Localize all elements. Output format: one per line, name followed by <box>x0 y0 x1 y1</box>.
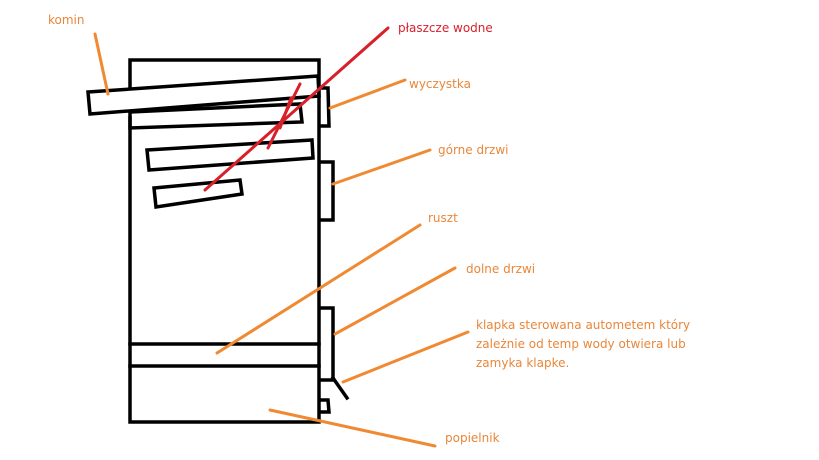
leader-wyczystka <box>328 78 407 110</box>
leader-gorne-drzwi <box>331 148 432 186</box>
label-ruszt: ruszt <box>428 211 458 225</box>
label-gorne-drzwi: górne drzwi <box>438 143 509 157</box>
label-klapka-line2: zależnie od temp wody otwiera lub <box>476 337 686 351</box>
chimney-flue <box>86 74 321 116</box>
boiler-body <box>128 58 321 424</box>
label-popielnik: popielnik <box>445 431 500 445</box>
leader-klapka <box>341 330 470 384</box>
label-komin: komin <box>48 13 85 27</box>
leader-ruszt <box>215 223 422 355</box>
ash-door <box>318 398 331 414</box>
boiler-outline <box>86 58 350 424</box>
water-jacket-marks <box>203 26 390 192</box>
label-klapka-line1: klapka sterowana autometem który <box>476 318 691 332</box>
water-jacket-stroke-inner <box>278 96 293 130</box>
leader-komin <box>93 32 110 96</box>
flue-baffle-upper <box>128 102 304 130</box>
label-dolne-drzwi: dolne drzwi <box>466 262 536 276</box>
upper-door <box>318 160 335 222</box>
label-plaszcze-wodne: płaszcze wodne <box>398 21 493 35</box>
leader-dolne-drzwi <box>333 266 457 336</box>
label-wyczystka: wyczystka <box>409 77 471 91</box>
lower-door <box>318 306 335 382</box>
leader-lines <box>93 32 470 448</box>
air-flap <box>330 375 350 401</box>
label-klapka-line3: zamyka klapke. <box>476 356 570 370</box>
water-jacket-stroke-long <box>203 26 390 192</box>
flue-baffle-lower <box>152 178 244 210</box>
cleanout-hatch <box>318 86 331 128</box>
leader-popielnik <box>268 408 437 448</box>
flue-baffle-middle <box>145 138 315 172</box>
